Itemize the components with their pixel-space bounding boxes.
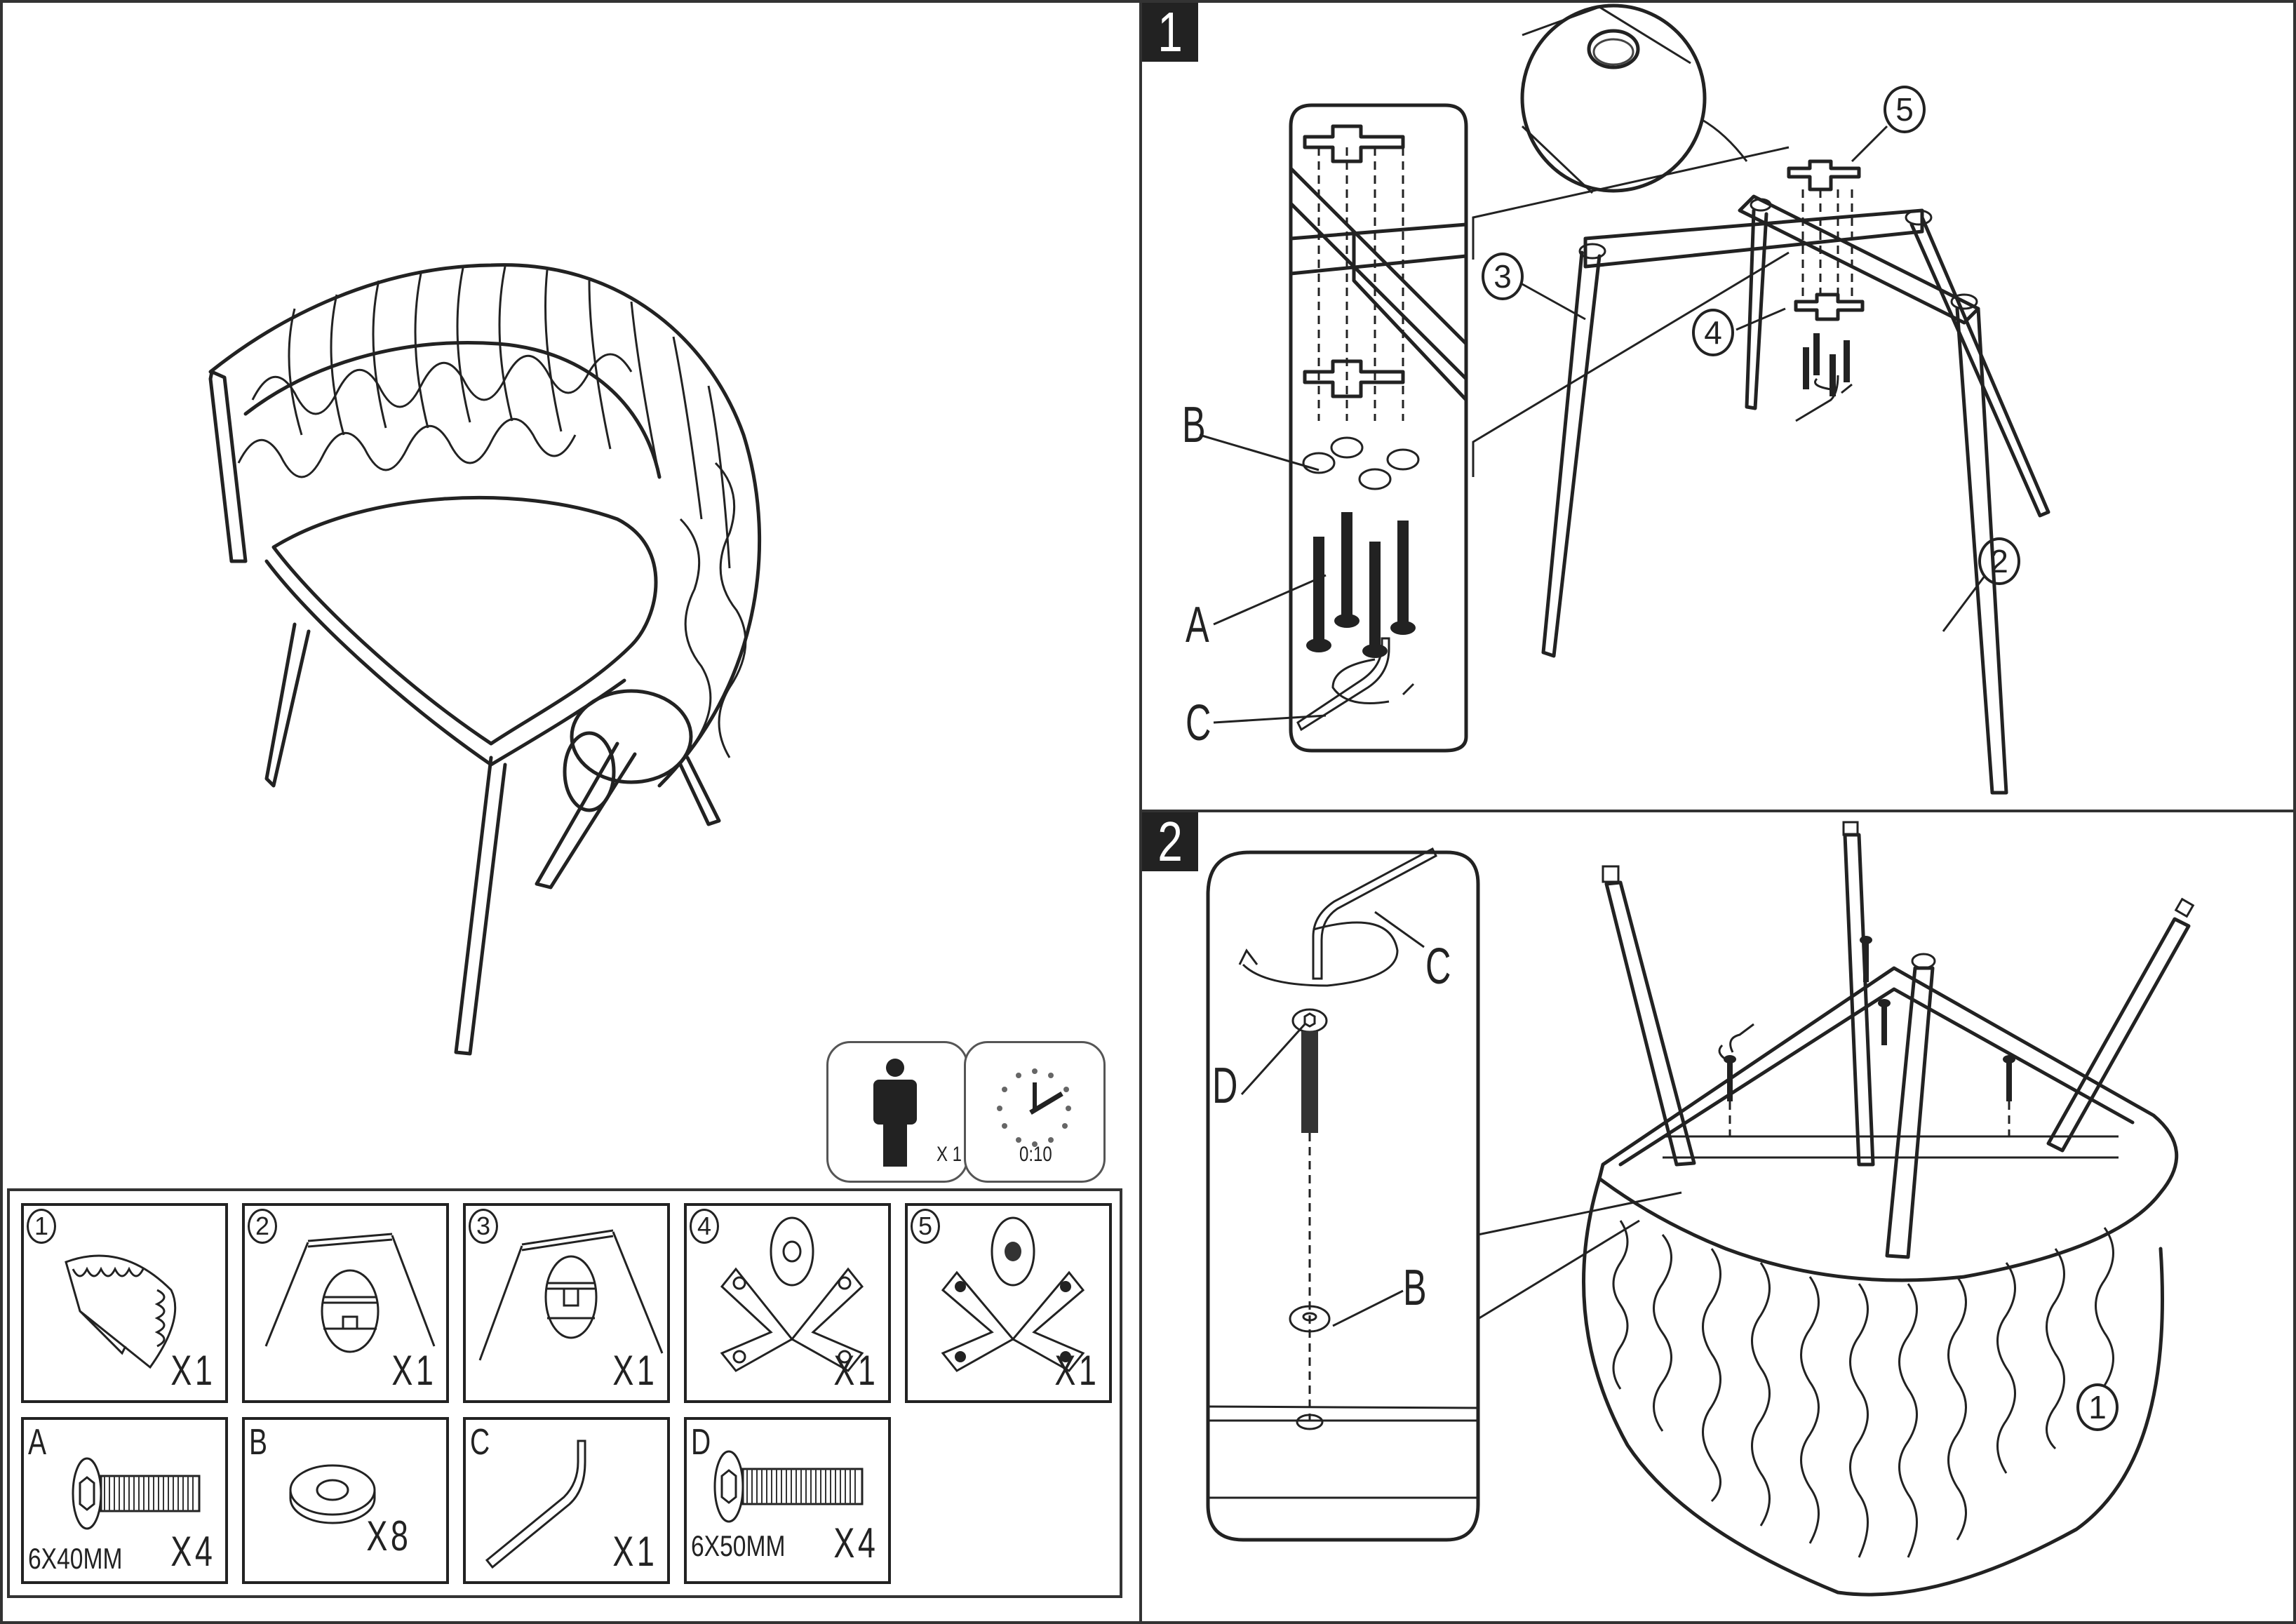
part-qty: X1 (170, 1347, 215, 1394)
part-id: 4 (690, 1209, 719, 1244)
callout-part-2: 2 (1978, 537, 2020, 585)
hardware-qty: X4 (833, 1519, 878, 1566)
hardware-id: B (249, 1422, 268, 1463)
callout-C-leader-2 (1374, 911, 1425, 948)
step-1-leader-lines (1472, 146, 1790, 477)
chair-overview-illustration (208, 263, 762, 1056)
part-2: 2 X1 (242, 1203, 449, 1403)
hardware-B: B X8 (242, 1417, 449, 1584)
hardware-id: A (28, 1422, 47, 1463)
callout-B-leader-2 (1332, 1289, 1404, 1327)
step-2-badge: 2 (1142, 812, 1198, 871)
callout-part-1: 1 (2076, 1383, 2119, 1431)
bolt-icon (713, 1450, 864, 1523)
callout-C: C (1425, 939, 1451, 995)
hardware-A: A 6X40MM X4 (21, 1417, 228, 1584)
part-id: 1 (27, 1209, 56, 1244)
people-card: X 1 (826, 1041, 968, 1183)
cross-plate-holes-icon (720, 1216, 864, 1372)
part-qty: X1 (612, 1347, 657, 1394)
step-1-badge: 1 (1142, 3, 1198, 62)
part-id: 2 (248, 1209, 277, 1244)
callout-part-3: 3 (1482, 253, 1524, 300)
callout-3-leader (1522, 283, 1586, 321)
assembly-time: 0:10 (1019, 1143, 1052, 1166)
callout-B: B (1182, 397, 1206, 453)
step-2-leader-lines (1477, 1191, 1682, 1320)
step-2-chair-upside-down (1582, 821, 2195, 1597)
callout-D-leader (1240, 1023, 1306, 1096)
front-leg-frame-icon (264, 1233, 436, 1353)
part-qty: X1 (391, 1347, 436, 1394)
people-count: X 1 (936, 1143, 962, 1166)
step-divider (1139, 810, 2296, 812)
part-4: 4 X1 (684, 1203, 891, 1403)
cross-plate-threaded-icon (941, 1216, 1085, 1372)
parts-list-box (7, 1188, 1122, 1598)
bolt-icon (72, 1457, 201, 1530)
callout-5-leader (1851, 125, 1888, 163)
step-2-detail-inset (1206, 847, 1480, 1542)
seat-shell-icon (65, 1254, 177, 1369)
callout-part-5: 5 (1884, 86, 1926, 133)
hardware-qty: X1 (612, 1528, 657, 1575)
part-id: 3 (469, 1209, 498, 1244)
time-card: 0:10 (964, 1041, 1106, 1183)
part-3: 3 X1 (463, 1203, 670, 1403)
callout-D: D (1212, 1058, 1238, 1114)
callout-C: C (1186, 695, 1211, 751)
step-1-detail-inset (1289, 103, 1468, 753)
step-1-leg-frame (1541, 159, 2050, 795)
callout-A: A (1186, 597, 1209, 653)
hardware-C: C X1 (463, 1417, 670, 1584)
callout-B-leader (1199, 434, 1320, 471)
callout-4-leader (1736, 307, 1786, 331)
rear-leg-frame-icon (478, 1229, 664, 1361)
hardware-qty: X8 (365, 1512, 411, 1559)
hardware-size: 6X50MM (691, 1529, 786, 1562)
callout-part-4: 4 (1692, 309, 1734, 356)
callout-C-leader (1213, 714, 1327, 724)
part-1: 1 X1 (21, 1203, 228, 1403)
callout-2-leader (1942, 575, 1987, 632)
part-id: 5 (911, 1209, 940, 1244)
part-5: 5 X1 (905, 1203, 1112, 1403)
part-qty: X1 (833, 1347, 878, 1394)
magnified-threaded-hole (1520, 4, 1748, 194)
allen-key-icon (485, 1440, 586, 1569)
callout-A-leader (1213, 574, 1327, 626)
washer-icon (289, 1464, 376, 1524)
person-icon (873, 1059, 917, 1167)
hardware-id: C (470, 1422, 490, 1463)
hardware-qty: X4 (170, 1528, 215, 1575)
callout-B: B (1403, 1260, 1427, 1316)
hardware-D: D 6X50MM X4 (684, 1417, 891, 1584)
hardware-size: 6X40MM (28, 1542, 123, 1575)
clock-icon (997, 1068, 1071, 1147)
part-qty: X1 (1054, 1347, 1099, 1394)
hardware-id: D (691, 1422, 711, 1463)
